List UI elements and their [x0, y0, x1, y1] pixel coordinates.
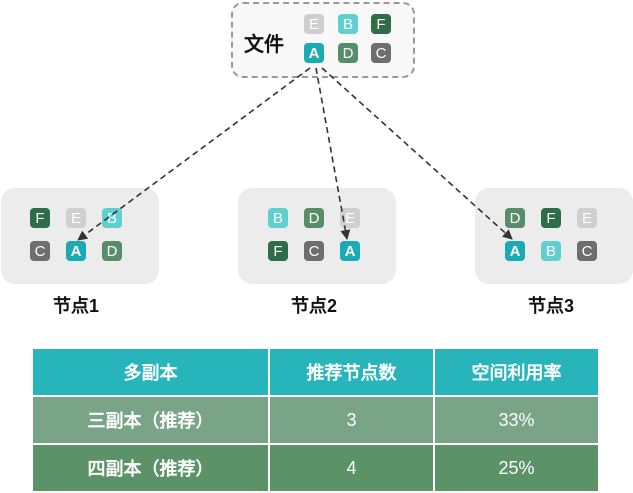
table-cell: 4	[269, 444, 435, 493]
table-cell: 33%	[434, 396, 598, 445]
node-2-block: F	[268, 241, 288, 261]
node-3-block: E	[577, 208, 597, 228]
node-3-block: C	[577, 241, 597, 261]
file-block: E	[304, 14, 324, 34]
node-3-label: 节点3	[527, 296, 574, 316]
arrow-to-node-2	[315, 67, 351, 240]
file-block: D	[338, 43, 358, 63]
node-1-label: 节点1	[52, 296, 99, 316]
node-2-block: D	[304, 208, 324, 228]
node-2-block: C	[304, 241, 324, 261]
table-header-row: 多副本 推荐节点数 空间利用率	[33, 349, 598, 397]
table-row: 四副本（推荐） 4 25%	[33, 444, 598, 493]
node-3-block: F	[541, 208, 561, 228]
node-2-block: A	[340, 241, 360, 261]
node-3-block: A	[505, 241, 525, 261]
node-1-block: D	[102, 241, 122, 261]
table-row: 三副本（推荐） 3 33%	[33, 396, 598, 445]
table-cell: 3	[269, 396, 435, 445]
arrow-to-node-1	[77, 67, 311, 241]
node-1-block: A	[66, 241, 86, 261]
table-cell: 25%	[434, 444, 598, 493]
table-header-cell: 推荐节点数	[269, 349, 435, 397]
file-block: B	[338, 14, 358, 34]
table-cell: 四副本（推荐）	[33, 444, 270, 493]
node-3-box	[475, 188, 633, 284]
node-2-box	[238, 188, 396, 284]
node-1-block: B	[102, 208, 122, 228]
file-block: F	[371, 14, 391, 34]
node-1-block: E	[66, 208, 86, 228]
table-header-cell: 多副本	[33, 349, 270, 397]
table-cell: 三副本（推荐）	[33, 396, 270, 445]
node-2-label: 节点2	[290, 296, 337, 316]
arrow-to-node-3	[321, 67, 513, 240]
node-2-block: E	[340, 208, 360, 228]
replica-table: 多副本 推荐节点数 空间利用率 三副本（推荐） 3 33% 四副本（推荐） 4 …	[33, 349, 598, 493]
node-2-block: B	[268, 208, 288, 228]
file-block: A	[304, 43, 324, 63]
file-label: 文件	[244, 34, 284, 56]
table-header-cell: 空间利用率	[434, 349, 598, 397]
node-3-block: B	[541, 241, 561, 261]
file-block: C	[371, 43, 391, 63]
node-1-block: F	[30, 208, 50, 228]
node-1-block: C	[30, 241, 50, 261]
node-3-block: D	[505, 208, 525, 228]
